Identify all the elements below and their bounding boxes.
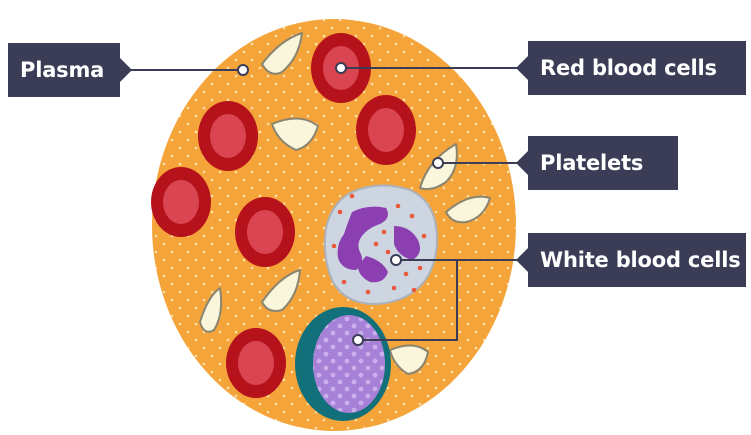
- lymphocyte-dot: [353, 335, 363, 345]
- platelets-label: Platelets: [528, 136, 678, 190]
- white-blood-cells-label-text: White blood cells: [540, 248, 741, 272]
- platelet-dot: [433, 158, 443, 168]
- plasma-label: Plasma: [8, 43, 120, 97]
- lymphocyte: [295, 307, 391, 421]
- neutrophil: [325, 185, 437, 304]
- red-blood-cells-label-text: Red blood cells: [540, 56, 717, 80]
- plasma-label-text: Plasma: [20, 58, 104, 82]
- red-blood-cell: [151, 167, 211, 237]
- red-blood-cell: [356, 95, 416, 165]
- platelets-label-text: Platelets: [540, 151, 643, 175]
- red-blood-cell-dot: [336, 63, 346, 73]
- red-blood-cell: [235, 197, 295, 267]
- white-blood-cells-label: White blood cells: [528, 233, 746, 287]
- red-blood-cell: [226, 328, 286, 398]
- red-blood-cell: [198, 101, 258, 171]
- neutrophil-dot: [391, 255, 401, 265]
- red-blood-cells-label: Red blood cells: [528, 41, 746, 95]
- plasma-dot: [238, 65, 248, 75]
